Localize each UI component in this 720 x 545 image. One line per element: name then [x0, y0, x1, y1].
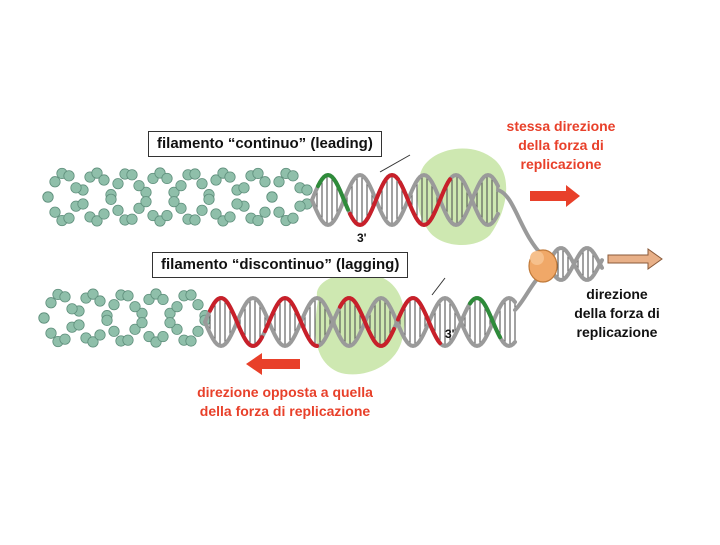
leading-parental-bead — [133, 180, 145, 192]
leading-parental-bead — [273, 176, 285, 188]
leading-parental-bead — [126, 213, 138, 225]
lagging-duplex-new-strand — [338, 296, 396, 348]
leading-parental-bead — [252, 214, 264, 227]
leading-parental-bead — [112, 178, 124, 190]
lagging-parental-bead — [59, 291, 71, 303]
leading-parental-bead — [196, 178, 208, 190]
leading-parental-bead — [161, 209, 173, 222]
leading-parental-bead — [42, 191, 54, 203]
lagging-parental-bead — [192, 325, 204, 337]
leading-strand-label: filamento “continuo” (leading) — [148, 131, 382, 157]
leading-parental-bead — [252, 167, 264, 180]
lagging-parental-bead — [164, 317, 176, 329]
leading-parental-bead — [238, 182, 250, 194]
leading-parental-bead — [63, 212, 75, 224]
lagging-duplex-backbone — [203, 295, 517, 349]
lagging-parental-bead — [129, 323, 141, 335]
same-direction-text: stessa direzione della forza di replicaz… — [506, 118, 616, 172]
leading-parental-bead — [49, 176, 61, 188]
lagging-parental-bead — [122, 290, 134, 302]
leading-parental-bead — [98, 208, 110, 220]
lagging-parental-bead — [185, 335, 197, 347]
leading-parental-bead — [301, 184, 313, 196]
leading-parental-bead — [224, 211, 236, 223]
lagging-parental-bead — [157, 330, 169, 343]
lagging-parental-bead — [171, 323, 183, 335]
leading-parental-bead — [63, 170, 75, 182]
lagging-parental-bead — [101, 314, 113, 326]
opposite-direction-arrow — [246, 353, 300, 375]
leading-parental-bead — [266, 191, 278, 203]
leading-duplex-new-strand — [398, 177, 452, 228]
leading-parental-bead — [133, 202, 145, 214]
lagging-parental-bead — [122, 334, 134, 346]
leading-parental-bead — [161, 172, 173, 185]
leading-parental-bead — [273, 206, 285, 218]
lagging-parental-bead — [94, 295, 106, 307]
lagging-parental-bead — [45, 297, 57, 309]
lagging-parental-bead — [59, 333, 71, 345]
lagging-parental-bead — [87, 336, 99, 348]
leading-parental-bead — [287, 170, 299, 182]
leading-parental-bead — [224, 171, 236, 183]
leading-parental-bead — [168, 196, 180, 208]
leading-parental-bead — [91, 215, 103, 227]
lagging-duplex-new-strand — [396, 296, 442, 346]
lagging-parental-bead — [87, 288, 99, 300]
leading-callout-line — [379, 154, 411, 173]
lagging-parental-bead — [192, 299, 204, 311]
lagging-parental-bead — [129, 301, 141, 313]
leading-parental-bead — [175, 202, 187, 214]
leading-parental-bead — [49, 206, 61, 218]
leading-parental-bead — [126, 169, 138, 181]
lagging-parental-bead — [108, 299, 120, 311]
lagging-parental-bead — [157, 293, 169, 306]
lagging-parental-bead — [73, 319, 85, 331]
leading-parental-bead — [140, 196, 152, 208]
leading-parental-bead — [105, 193, 117, 205]
lagging-parental-bead — [171, 301, 183, 313]
lagging-duplex-new-strand — [468, 296, 502, 340]
lagging-parental-bead — [108, 325, 120, 337]
leading-parental-bead — [231, 198, 243, 210]
lagging-parental-bead — [94, 329, 106, 341]
leading-parental-bead — [259, 176, 271, 188]
three-prime-label-top: 3' — [357, 231, 367, 245]
leading-parental-bead — [287, 212, 299, 224]
leading-parental-bead — [189, 168, 201, 180]
lagging-parental-bead — [66, 303, 78, 315]
lagging-strand-label: filamento “discontinuo” (lagging) — [152, 252, 409, 278]
lagging-duplex-new-strand — [208, 296, 264, 348]
leading-parental-bead — [210, 174, 222, 186]
leading-parental-bead — [77, 198, 89, 210]
leading-parental-bead — [175, 180, 187, 192]
leading-parental-bead — [91, 167, 103, 179]
three-prime-label-bottom: 3' — [445, 327, 455, 341]
leading-parental-bead — [203, 193, 215, 205]
lagging-parental-bead — [45, 327, 57, 339]
same-direction-arrow — [530, 185, 580, 207]
lagging-duplex-new-strand — [263, 295, 319, 348]
leading-duplex-new-strand — [348, 172, 400, 228]
leading-parental-bead — [196, 204, 208, 216]
leading-parental-bead — [294, 200, 306, 212]
lagging-parental-bead — [136, 317, 148, 329]
parental-duplex-backbone — [546, 246, 604, 282]
lagging-callout-line — [431, 277, 446, 296]
helicase-highlight — [530, 251, 544, 265]
leading-parental-bead — [210, 208, 222, 220]
opposite-direction-text: direzione opposta a quella della forza d… — [197, 384, 373, 419]
lagging-parental-bead — [185, 289, 197, 301]
leading-parental-bead — [112, 204, 124, 216]
leading-duplex-new-strand — [316, 172, 350, 212]
leading-parental-bead — [70, 182, 82, 194]
fork-direction-arrow — [607, 248, 663, 270]
lagging-parental-bead — [38, 312, 50, 324]
fork-direction-text: direzione della forza di replicazione — [574, 286, 660, 340]
leading-parental-bead — [189, 214, 201, 226]
leading-parental-bead — [98, 174, 110, 186]
leading-parental-bead — [259, 206, 271, 218]
